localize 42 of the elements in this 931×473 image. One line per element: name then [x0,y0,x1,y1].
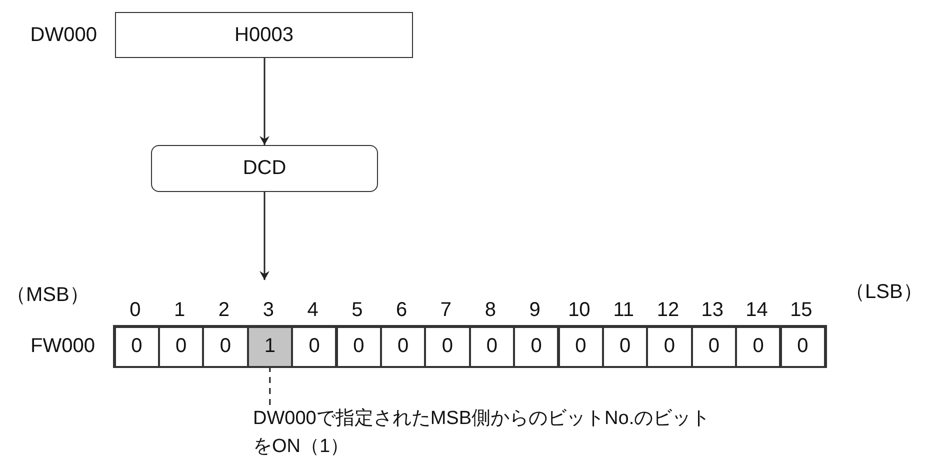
bit-number: 10 [567,298,592,322]
bit-cell: 0 [514,326,558,366]
bit-number: 15 [789,298,814,322]
bit-number: 12 [656,298,680,322]
bit-number: 14 [744,298,769,322]
bit-cell: 0 [292,326,336,366]
bit-cell: 0 [203,326,248,366]
bit-number: 9 [528,298,542,322]
bit-number: 3 [262,298,275,322]
lsb-label: （LSB） [845,280,923,304]
register-name: FW000 [30,334,95,358]
bit-cell: 0 [470,326,514,366]
bit-cell: 0 [425,326,470,366]
bit-cell: 0 [602,326,648,366]
bit-cell: 0 [780,326,825,366]
msb-label: （MSB） [6,283,90,307]
register-name: DW000 [30,23,97,47]
bit-number: 8 [484,298,497,322]
bit-number: 13 [700,298,724,322]
bit-cell: 0 [158,326,204,366]
instruction-box: DCD [151,145,378,192]
bit-cell: 0 [692,326,736,366]
bit-number: 11 [612,298,635,322]
bit-cell: 0 [380,326,426,366]
bit-number: 1 [173,298,186,322]
bit-number: 4 [306,298,320,322]
leader-line [269,366,271,405]
bit-number: 5 [350,298,364,322]
arrow [260,192,270,280]
bit-number: 0 [128,298,142,322]
register-box: H0003 [115,12,413,58]
bit-number: 7 [439,298,453,322]
bit-cell: 0 [114,326,159,366]
bit-cell: 0 [647,326,692,366]
bit-cell: 0 [736,326,780,366]
bit-cell: 0 [336,326,381,366]
bit-number: 2 [217,298,231,322]
note-text: DW000で指定されたMSB側からのビットNo.のビットをON（1） [253,405,713,467]
bit-cell: 0 [558,326,603,366]
arrow [260,58,270,145]
bit-number: 6 [395,298,408,322]
bit-cell: 1 [248,326,292,366]
